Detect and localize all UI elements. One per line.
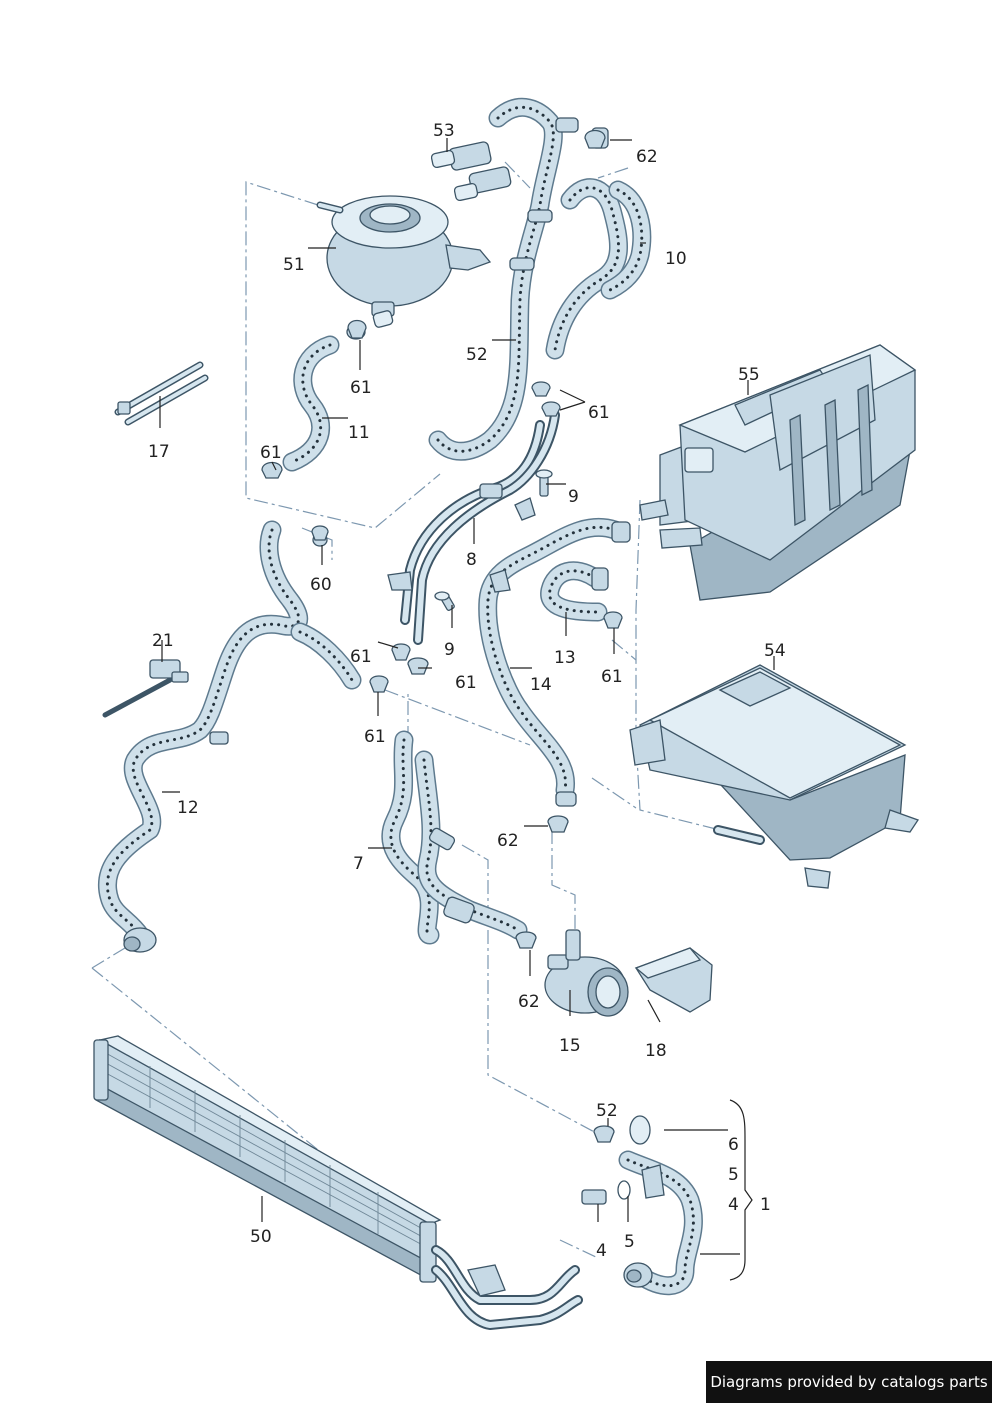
callout-17: 17 [148,442,170,462]
hose-13 [540,561,609,622]
callout-9: 9 [444,640,455,660]
hose-12 [97,520,362,953]
callout-61: 61 [588,403,610,423]
callout-5: 5 [624,1232,635,1252]
hose-10 [545,127,652,360]
pipe-8 [387,410,560,645]
credit-banner: Diagrams provided by catalogs parts [706,1361,992,1403]
hose-7 [381,730,528,945]
bracket-18 [634,947,713,1013]
expansion-tank [316,195,492,328]
callout-61: 61 [455,673,477,693]
credit-text: Diagrams provided by catalogs parts [710,1373,988,1391]
hose-assembly-1 [581,1115,703,1296]
callout-15: 15 [559,1036,581,1056]
callout-5: 5 [728,1165,739,1185]
callout-62: 62 [518,992,540,1012]
callout-62: 62 [497,831,519,851]
callout-13: 13 [554,648,576,668]
callout-50: 50 [250,1227,272,1247]
cable-ties-17 [114,361,209,426]
callout-62: 62 [636,147,658,167]
cooler-50 [93,1035,583,1330]
hose-52-upper [428,97,579,461]
callout-60: 60 [310,575,332,595]
callout-9: 9 [568,487,579,507]
callout-54: 54 [764,641,786,661]
callout-6: 6 [728,1135,739,1155]
callout-1: 1 [760,1195,771,1215]
callout-labels: 53 62 51 10 52 61 61 55 17 11 61 9 8 60 … [148,121,786,1261]
callout-4: 4 [596,1241,607,1261]
callout-4: 4 [728,1195,739,1215]
callout-7: 7 [353,854,364,874]
callout-8: 8 [466,550,477,570]
callout-52: 52 [466,345,488,365]
callout-21: 21 [152,631,174,651]
callout-53: 53 [433,121,455,141]
component-55 [639,344,917,601]
callout-55: 55 [738,365,760,385]
callout-10: 10 [665,249,687,269]
callout-61: 61 [364,727,386,747]
tie-21 [102,659,189,718]
callout-61: 61 [260,443,282,463]
pump-15 [544,929,629,1017]
callout-51: 51 [283,255,305,275]
hose-14 [478,517,631,807]
callout-18: 18 [645,1041,667,1061]
callout-61: 61 [350,378,372,398]
callout-52: 52 [596,1101,618,1121]
connector-53 [430,141,512,202]
callout-61: 61 [601,667,623,687]
callout-12: 12 [177,798,199,818]
callout-14: 14 [530,675,552,695]
callout-11: 11 [348,423,370,443]
component-54 [629,664,920,889]
leader-lines [159,138,775,1281]
callout-61: 61 [350,647,372,667]
